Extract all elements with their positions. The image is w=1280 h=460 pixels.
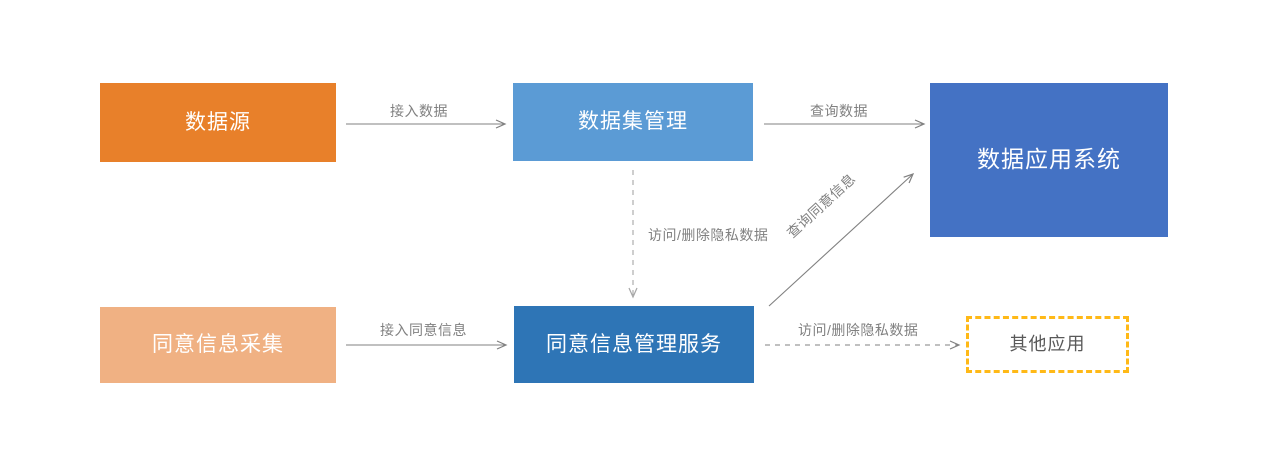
edge-label-access-delete-private-data-vertical: 访问/删除隐私数据 xyxy=(648,227,769,243)
node-other-application-label: 其他应用 xyxy=(1009,333,1086,354)
edge-label-ingest-data: 接入数据 xyxy=(390,103,448,119)
node-data-application-system[interactable]: 数据应用系统 xyxy=(930,83,1168,237)
node-dataset-management[interactable]: 数据集管理 xyxy=(513,83,753,161)
edge-label-query-consent-info: 查询同意信息 xyxy=(783,170,859,241)
node-consent-management-service[interactable]: 同意信息管理服务 xyxy=(514,306,754,383)
node-consent-collection-label: 同意信息采集 xyxy=(152,333,284,357)
node-consent-collection[interactable]: 同意信息采集 xyxy=(100,307,336,383)
edge-label-ingest-consent-info: 接入同意信息 xyxy=(380,322,467,338)
edge-label-access-delete-private-data-bottom: 访问/删除隐私数据 xyxy=(798,322,919,338)
node-other-application[interactable]: 其他应用 xyxy=(966,316,1129,373)
node-data-application-system-label: 数据应用系统 xyxy=(977,146,1121,173)
node-data-source-label: 数据源 xyxy=(185,110,251,134)
node-consent-management-service-label: 同意信息管理服务 xyxy=(546,332,722,356)
node-data-source[interactable]: 数据源 xyxy=(100,83,336,162)
edge-label-query-data: 查询数据 xyxy=(810,103,868,119)
node-dataset-management-label: 数据集管理 xyxy=(578,110,688,134)
